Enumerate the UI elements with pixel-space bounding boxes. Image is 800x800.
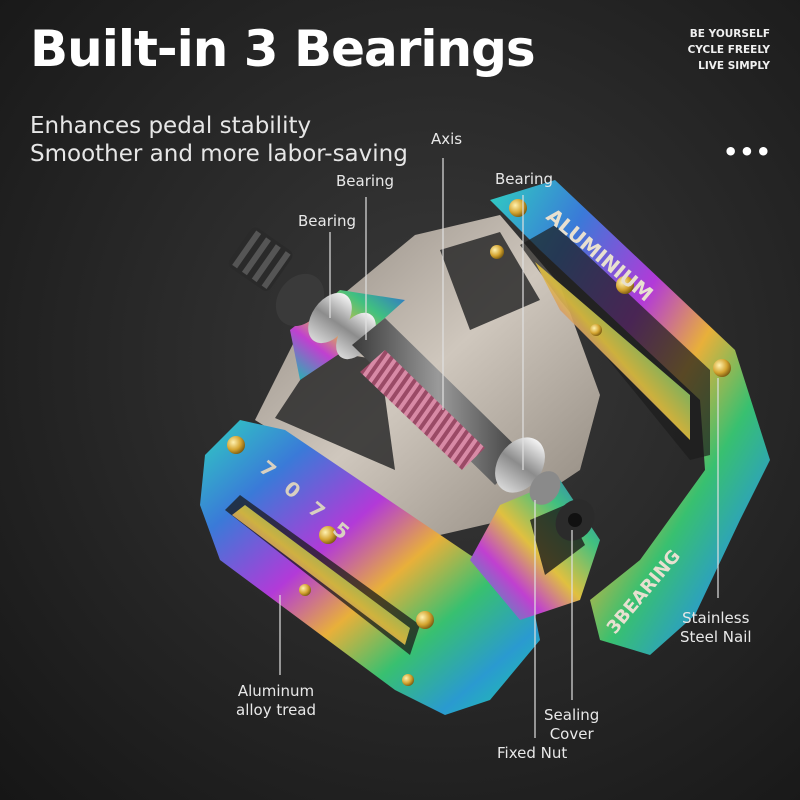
callout-stainless-nail-line-2: Steel Nail (680, 628, 752, 646)
slogan: BE YOURSELF CYCLE FREELY LIVE SIMPLY (688, 26, 770, 74)
plate-cutout-left (275, 350, 395, 470)
fixed-nut (529, 471, 561, 505)
callout-sealing-cover: Sealing Cover (544, 706, 599, 744)
callout-bearing-1: Bearing (336, 172, 395, 190)
slogan-line-2: CYCLE FREELY (687, 44, 770, 56)
subtitle-line-2: Smoother and more labor-saving (30, 141, 408, 167)
pedal-back-rail (490, 180, 770, 655)
callout-sealing-cover-line-2: Cover (549, 725, 594, 743)
subtitle: Enhances pedal stability Smoother and mo… (30, 112, 408, 168)
subtitle-line-1: Enhances pedal stability (30, 113, 312, 139)
leader-lines (279, 158, 719, 738)
callout-aluminum-tread-line-1: Aluminum (237, 682, 315, 700)
plate-cutout-top (440, 232, 540, 330)
callout-stainless-nail: Stainless Steel Nail (680, 609, 752, 647)
callout-fixed-nut: Fixed Nut (497, 744, 568, 762)
callout-axis: Axis (431, 130, 463, 148)
callout-aluminum-tread: Aluminum alloy tread (236, 682, 316, 720)
callout-sealing-cover-line-1: Sealing (544, 706, 600, 724)
pedal-front-rail (200, 420, 540, 715)
callout-aluminum-tread-line-2: alloy tread (236, 701, 317, 719)
callout-bearing-2: Bearing (298, 212, 357, 230)
bearing-ring-3 (495, 437, 545, 493)
stainless-pins (227, 199, 731, 686)
carbon-sleeve (360, 350, 485, 470)
callout-bearing-3: Bearing (495, 170, 554, 188)
headline: Built-in 3 Bearings (30, 20, 536, 78)
callout-stainless-nail-line-1: Stainless (682, 609, 750, 627)
more-dots-icon[interactable]: ••• (722, 138, 772, 166)
slogan-line-1: BE YOURSELF (689, 28, 770, 40)
axle-tube (352, 318, 525, 485)
slogan-line-3: LIVE SIMPLY (698, 60, 770, 72)
